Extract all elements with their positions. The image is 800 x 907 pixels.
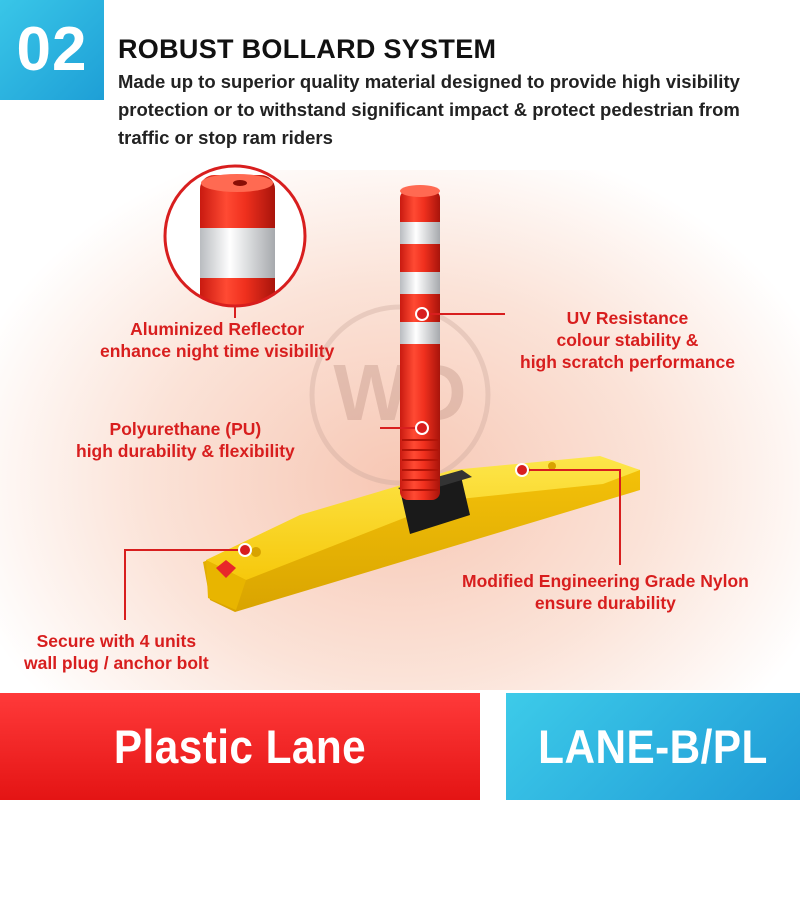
bollard-post (400, 185, 440, 500)
product-name: Plastic Lane Separator (113, 720, 367, 880)
product-code: LANE-B/PL (538, 720, 768, 773)
headline: ROBUST BOLLARD SYSTEM (118, 34, 497, 64)
callout-title: Aluminized Reflector (130, 319, 305, 339)
callout-title: Polyurethane (PU) (109, 419, 262, 439)
callout-title: Secure with 4 units (36, 631, 197, 651)
description: Made up to superior quality material des… (118, 68, 778, 152)
callout-dot (238, 307, 529, 557)
callout-text: high scratch performance (520, 352, 735, 372)
callout-text: enhance night time visibility (100, 341, 335, 361)
reflector-zoom-circle (163, 164, 307, 308)
callout-title: Modified Engineering Grade Nylon (462, 571, 749, 591)
description-line: protection or to withstand significant i… (118, 99, 740, 120)
callout-text: wall plug / anchor bolt (24, 653, 209, 673)
callout-title: UV Resistance (566, 308, 689, 328)
product-illustration: WD (124, 164, 640, 620)
callout-text: ensure durability (534, 593, 676, 613)
callout-text: colour stability & (556, 330, 699, 350)
product-code-banner: LANE-B/PL (506, 693, 800, 800)
callout-pu: Polyurethane (PU) high durability & flex… (76, 418, 295, 462)
callout-text: high durability & flexibility (76, 441, 295, 461)
section-number-badge: 02 (0, 0, 104, 100)
callout-uv: UV Resistance colour stability & high sc… (520, 307, 735, 373)
lane-separator-base (203, 456, 640, 612)
callout-reflector: Aluminized Reflector enhance night time … (100, 318, 334, 362)
description-line: Made up to superior quality material des… (118, 71, 740, 92)
description-line: traffic or stop ram riders (118, 127, 333, 148)
product-name-banner: Plastic Lane Separator (0, 693, 480, 880)
callout-nylon: Modified Engineering Grade Nylon ensure … (462, 570, 749, 614)
callout-bolt: Secure with 4 units wall plug / anchor b… (24, 630, 209, 674)
